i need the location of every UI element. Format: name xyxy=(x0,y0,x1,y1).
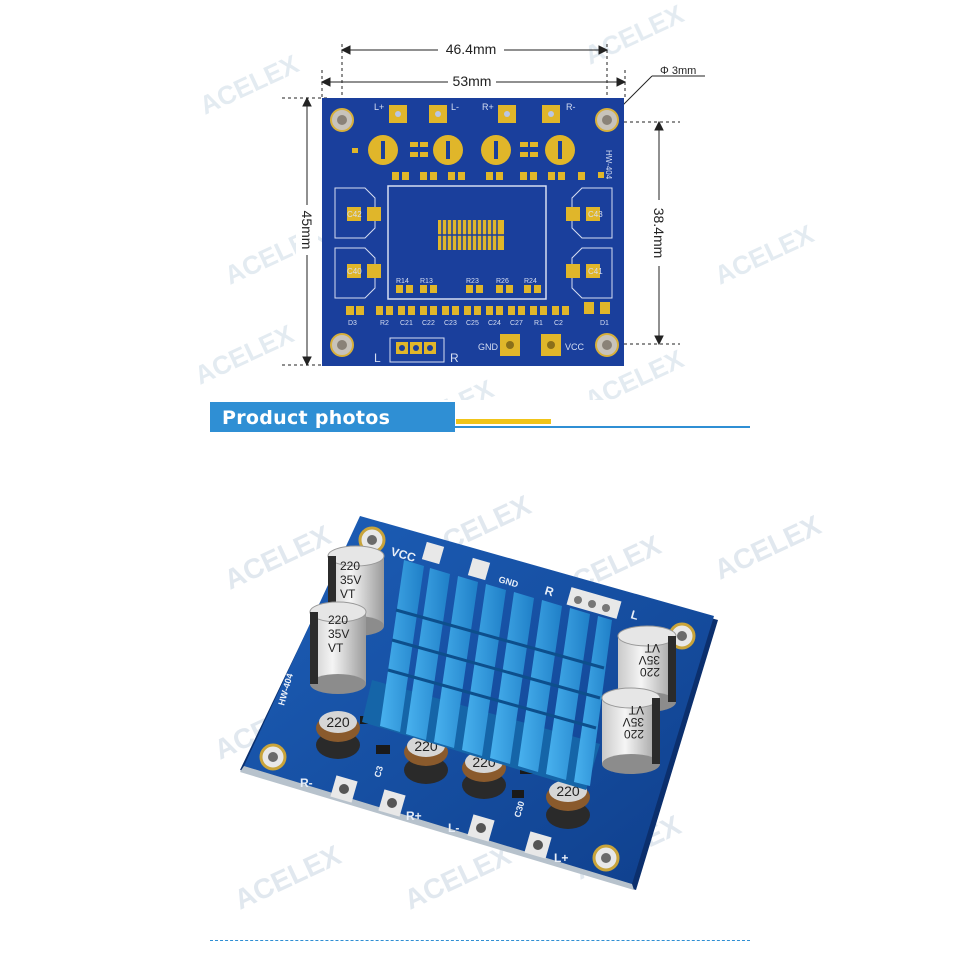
watermark: ACELEX xyxy=(229,839,345,915)
pcb-photo-board: R- R+ L- L+ VCC GND R L HW-404 C3 C30 22… xyxy=(240,516,718,890)
dim-overall-width: 53mm xyxy=(453,73,492,89)
watermark: ACELEX xyxy=(709,509,825,585)
watermark: ACELEX xyxy=(580,0,689,70)
watermark: ACELEX xyxy=(390,373,499,400)
pcb-label-bottom: R1 xyxy=(534,320,543,327)
watermark: ACELEX xyxy=(710,218,819,290)
dim-hole-spacing: 38.4mm xyxy=(651,208,667,259)
terminal-r-minus: R- xyxy=(300,776,313,790)
photo-c-label: C3 xyxy=(372,765,385,779)
pcb-model: HW-404 xyxy=(604,150,613,180)
pcb-label-bottom: R2 xyxy=(380,320,389,327)
cap-voltage: 35V xyxy=(328,627,349,641)
electrolytic-capacitor: 220 35V VT xyxy=(601,687,661,774)
pcb-label-c43: C43 xyxy=(588,210,603,219)
pcb-label-l-plus: L+ xyxy=(374,102,384,112)
pcb-label-bottom: C27 xyxy=(510,320,523,327)
pcb-label-bottom: D3 xyxy=(348,320,357,327)
photo-c-label: C30 xyxy=(512,800,526,819)
pcb-label-mid: R14 xyxy=(396,278,409,285)
pcb-label-l-minus: L- xyxy=(451,102,459,112)
header-label-r: R xyxy=(543,583,556,599)
cap-voltage: 35V xyxy=(340,573,361,587)
banner-accent-bar xyxy=(456,419,551,424)
pcb-label-bottom: D1 xyxy=(600,320,609,327)
cap-series: VT xyxy=(340,587,356,601)
terminal-l-plus: L+ xyxy=(554,851,568,865)
inductor-label: 220 xyxy=(326,714,350,730)
pcb-board: L+ L- R+ R- xyxy=(322,98,624,366)
dim-top-width: 46.4mm xyxy=(446,41,497,57)
pcb-label-mid: R23 xyxy=(466,278,479,285)
watermark: ACELEX xyxy=(219,519,335,595)
dim-hole-diameter: Φ 3mm xyxy=(660,65,696,77)
pcb-label-c40: C40 xyxy=(347,267,362,276)
pcb-label-bottom: C24 xyxy=(488,320,501,327)
header-label-vcc: VCC xyxy=(389,544,418,565)
header-label-l: L xyxy=(629,607,640,622)
electrolytic-capacitor: 220 35V VT xyxy=(309,601,367,694)
pcb-label-bottom: C21 xyxy=(400,320,413,327)
banner-box: Product photos xyxy=(210,402,455,432)
pcb-label-vcc: VCC xyxy=(565,342,585,352)
heatsink xyxy=(362,560,612,790)
cap-voltage: 35V xyxy=(623,715,644,729)
pcb-label-mid: R24 xyxy=(524,278,537,285)
dim-overall-height: 45mm xyxy=(299,211,315,250)
pcb-label-r-plus: R+ xyxy=(482,102,494,112)
pcb-label-bottom: C25 xyxy=(466,320,479,327)
cap-series: VT xyxy=(644,641,660,655)
pcb-label-r-minus: R- xyxy=(566,102,576,112)
cap-value: 220 xyxy=(624,727,644,741)
cap-series: VT xyxy=(328,641,344,655)
terminal-l-minus: L- xyxy=(448,821,459,835)
product-photo: ACELEX ACELEX ACELEX ACELEX ACELEX ACELE… xyxy=(209,489,825,915)
cap-value: 220 xyxy=(328,613,348,627)
pcb-label-mid: R13 xyxy=(420,278,433,285)
pcb-label-r: R xyxy=(450,351,459,365)
watermark: ACELEX xyxy=(195,48,304,120)
pcb-label-mid: R26 xyxy=(496,278,509,285)
inductor-label: 220 xyxy=(556,783,580,799)
pcb-label-bottom: C23 xyxy=(444,320,457,327)
cap-series: VT xyxy=(628,703,644,717)
pcb-label-l: L xyxy=(374,351,381,365)
board-dimension-drawing: ACELEX ACELEX ACELEX ACELEX ACELEX ACELE… xyxy=(190,0,819,400)
watermark: ACELEX xyxy=(399,839,515,915)
pcb-label-bottom: C2 xyxy=(554,320,563,327)
pcb-label-c41: C41 xyxy=(588,267,603,276)
banner-title: Product photos xyxy=(222,407,391,429)
cap-value: 220 xyxy=(640,665,660,679)
inductor: 220 xyxy=(316,711,360,759)
cap-value: 220 xyxy=(340,559,360,573)
pcb-label-bottom: C22 xyxy=(422,320,435,327)
terminal-r-plus: R+ xyxy=(406,809,422,823)
section-banner: Product photos xyxy=(210,402,750,434)
cap-voltage: 35V xyxy=(639,653,660,667)
pcb-label-c42: C42 xyxy=(347,210,362,219)
watermark: ACELEX xyxy=(190,318,299,390)
bottom-divider xyxy=(210,940,750,941)
pcb-label-gnd: GND xyxy=(478,342,499,352)
banner-underline xyxy=(455,426,750,428)
